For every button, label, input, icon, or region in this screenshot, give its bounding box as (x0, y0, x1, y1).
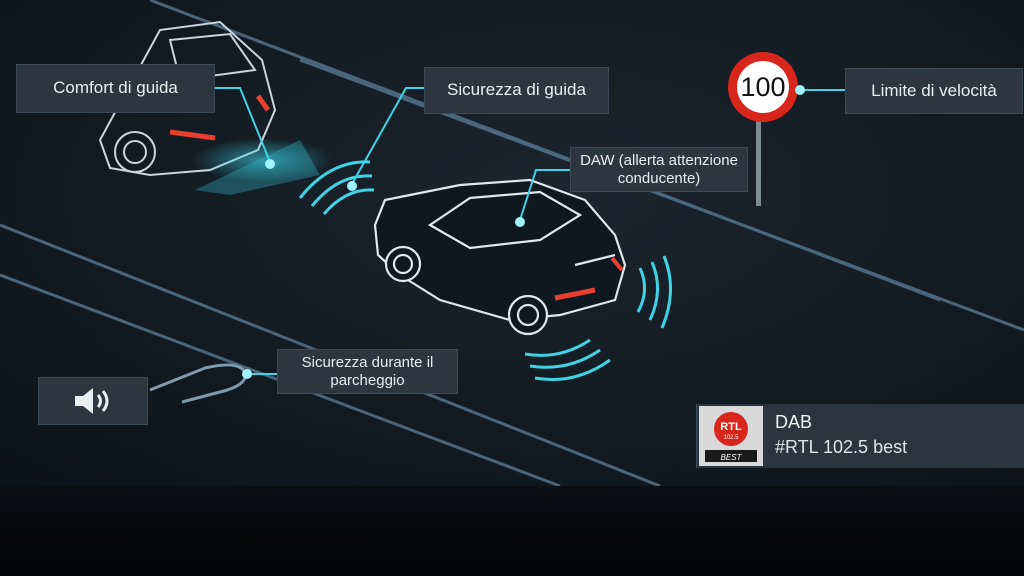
speed-limit-label[interactable]: Limite di velocità (845, 68, 1023, 114)
feature-points (242, 85, 805, 379)
daw-label[interactable]: DAW (allerta attenzione conducente) (570, 147, 748, 192)
logo-text: RTL (720, 421, 742, 433)
rear-car-outline (98, 20, 277, 177)
radio-widget[interactable]: RTL 102.5 BEST DAB #RTL 102.5 best (696, 404, 1024, 468)
logo-banner: BEST (721, 453, 743, 462)
radio-source: DAB (775, 412, 813, 432)
speaker-icon (75, 388, 109, 414)
comfort-label[interactable]: Comfort di guida (16, 64, 215, 113)
display-screen: 100 Comfort di guida Sicurezza di guida … (0, 0, 1024, 486)
vehicle-illustration (0, 0, 1024, 486)
logo-sub: 102.5 (723, 435, 739, 441)
parking-label[interactable]: Sicurezza durante il parcheggio (277, 349, 458, 394)
parking-symbol (149, 363, 247, 404)
station-logo: RTL 102.5 BEST (699, 406, 763, 466)
radio-station: #RTL 102.5 best (775, 437, 908, 457)
sound-button[interactable] (38, 377, 148, 425)
sensor-waves (298, 160, 673, 382)
main-car-outline (373, 178, 627, 336)
screen-bezel (0, 486, 1024, 576)
safety-label[interactable]: Sicurezza di guida (424, 67, 609, 114)
speed-limit-sign: 100 (740, 72, 786, 102)
